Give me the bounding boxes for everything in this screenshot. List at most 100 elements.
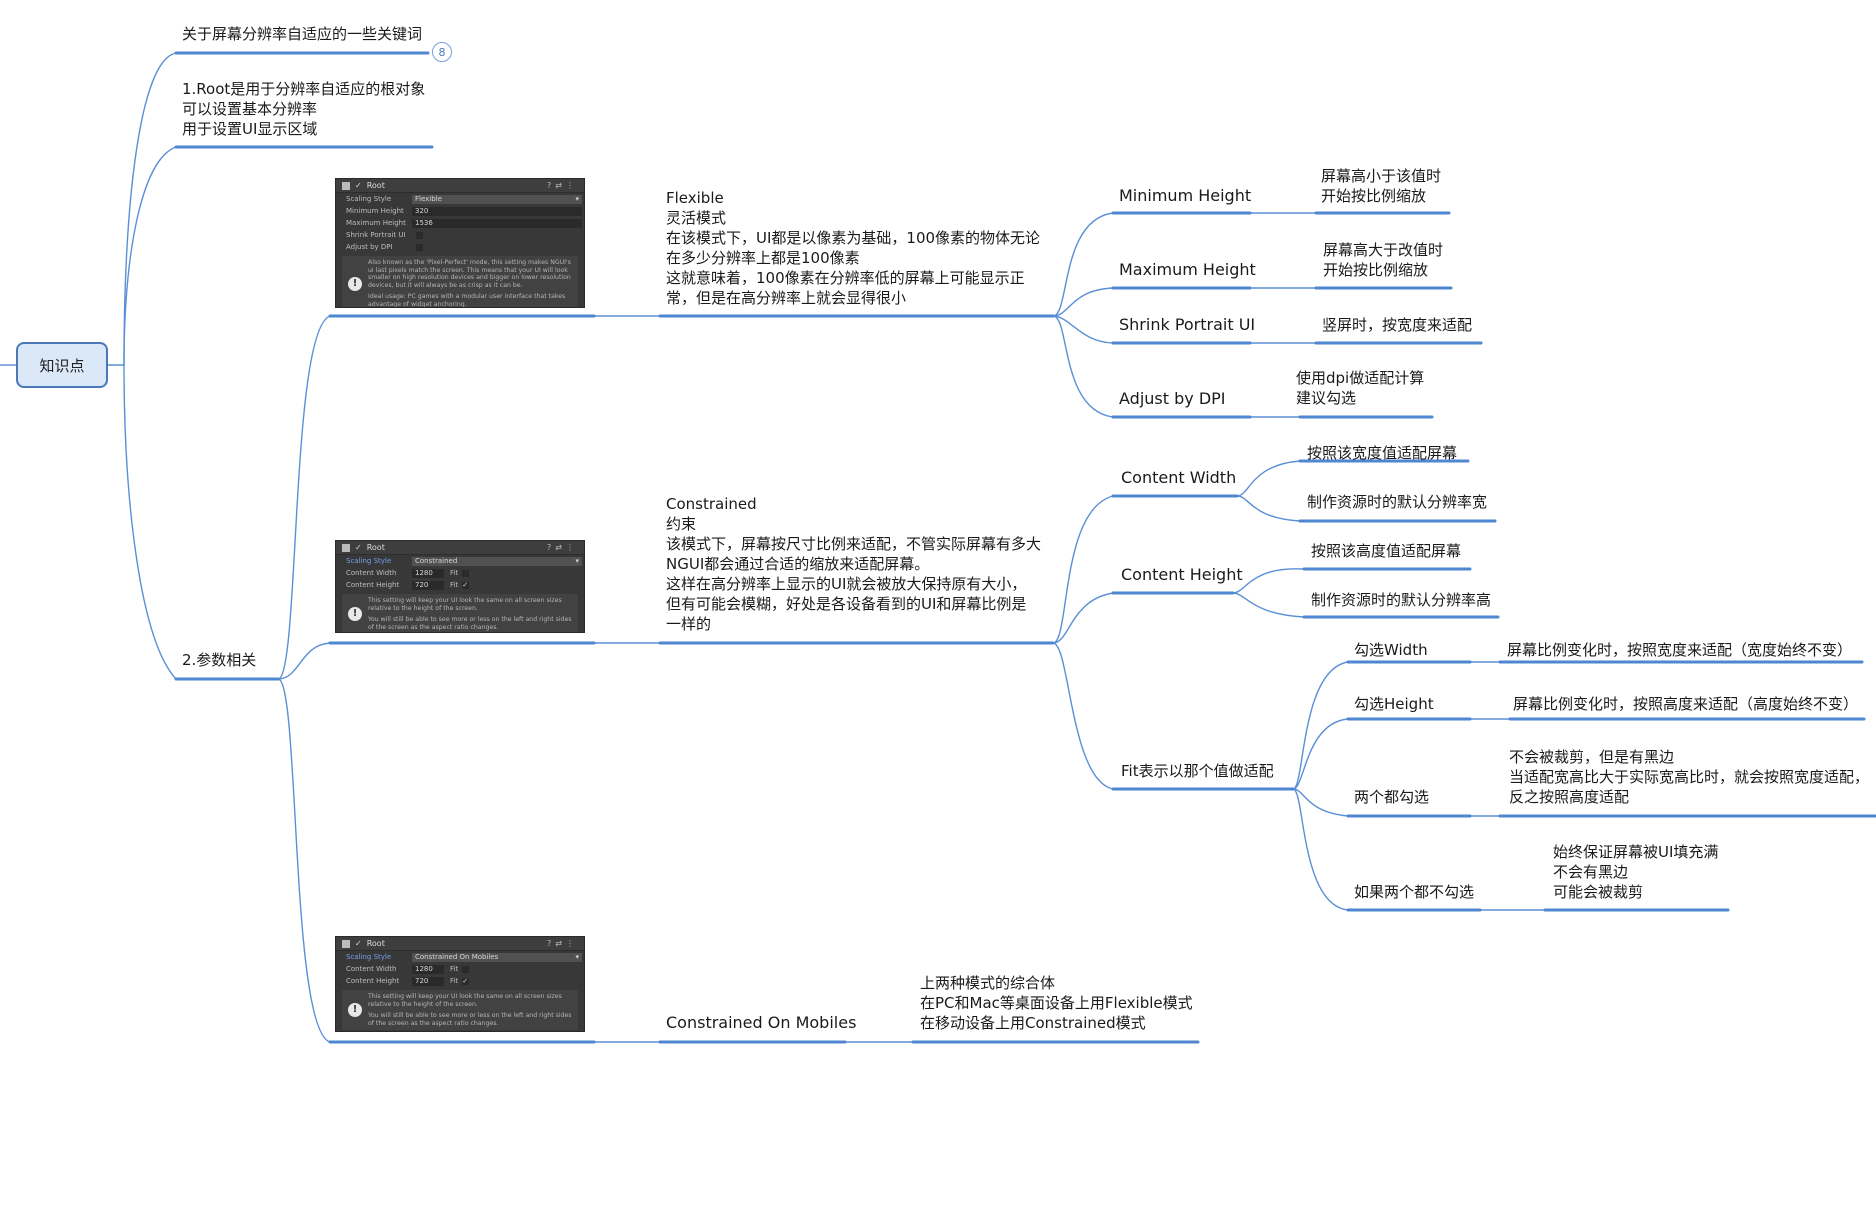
connector-ch: [1052, 592, 1114, 644]
desc-line: 按照该宽度值适配屏幕: [1307, 444, 1458, 462]
field-label: Content Height: [346, 581, 400, 589]
constrained-line: 该模式下，屏幕按尺寸比例来适配，不管实际屏幕有多大: [666, 535, 1042, 553]
desc-line: 可能会被裁剪: [1553, 883, 1644, 901]
flexible-line: 这就意味着，100像素在分辨率低的屏幕上可能显示正: [666, 269, 1025, 287]
connector-dpi: [1052, 315, 1114, 418]
desc-line: 按照该高度值适配屏幕: [1311, 542, 1462, 560]
inspector-menu-icons: ?⇄⋮: [547, 181, 578, 190]
topic-keywords[interactable]: 关于屏幕分辨率自适应的一些关键词: [182, 24, 422, 44]
constrained-description[interactable]: Constrained 约束 该模式下，屏幕按尺寸比例来适配，不管实际屏幕有多大…: [666, 494, 1041, 634]
node-content-height-desc-1[interactable]: 按照该高度值适配屏幕: [1311, 541, 1461, 561]
scaling-style-label: Scaling Style: [346, 195, 392, 203]
desc-line: 反之按照高度适配: [1509, 788, 1630, 806]
enabled-check-icon: ✓: [355, 543, 362, 552]
node-constrained-on-mobiles[interactable]: Constrained On Mobiles: [666, 1013, 856, 1033]
node-fit-height[interactable]: 勾选Height: [1354, 694, 1434, 714]
fit-checkbox: ✓: [462, 976, 470, 985]
inspector-header: ✓ Root ?⇄⋮: [336, 937, 584, 951]
node-shrink-portrait-desc[interactable]: 竖屏时，按宽度来适配: [1322, 315, 1472, 335]
flexible-title: Flexible: [666, 189, 724, 207]
node-shrink-portrait[interactable]: Shrink Portrait UI: [1119, 315, 1255, 335]
connector-fit-height: [1292, 718, 1349, 790]
fit-label: Fit: [450, 977, 459, 985]
connector-params-mob: [277, 678, 331, 1043]
node-shrink-portrait-text: Shrink Portrait UI: [1119, 315, 1256, 334]
node-fit-none-desc[interactable]: 始终保证屏幕被UI填充满 不会有黑边 可能会被裁剪: [1553, 842, 1718, 902]
fit-checkbox: [462, 569, 470, 577]
component-icon: [342, 181, 350, 190]
connector-minh: [1052, 212, 1114, 317]
scaling-style-select: Flexible▾: [412, 194, 582, 204]
node-content-width[interactable]: Content Width: [1121, 468, 1236, 488]
constrained-line: 约束: [666, 515, 697, 533]
connector-root-keywords: [108, 52, 177, 366]
inspector-menu-icons: ?⇄⋮: [547, 939, 578, 948]
node-fit-width[interactable]: 勾选Width: [1354, 640, 1428, 660]
flexible-description[interactable]: Flexible 灵活模式 在该模式下，UI都是以像素为基础，100像素的物体无…: [666, 188, 1040, 308]
node-fit-height-text: 勾选Height: [1354, 695, 1434, 713]
node-fit[interactable]: Fit表示以那个值做适配: [1121, 761, 1274, 781]
node-maximum-height[interactable]: Maximum Height: [1119, 260, 1256, 280]
connector-cw-2: [1236, 495, 1301, 522]
field-value: 720: [412, 976, 444, 986]
field-label: Content Width: [346, 965, 397, 973]
topic-root-object[interactable]: 1.Root是用于分辨率自适应的根对象 可以设置基本分辨率 用于设置UI显示区域: [182, 79, 425, 139]
desc-line: 使用dpi做适配计算: [1296, 369, 1425, 387]
desc-line: 屏幕高小于该值时: [1321, 167, 1442, 185]
connector-fit-none: [1292, 788, 1349, 911]
node-maximum-height-desc[interactable]: 屏幕高大于改值时 开始按比例缩放: [1323, 240, 1443, 280]
node-fit-both[interactable]: 两个都勾选: [1354, 787, 1429, 807]
fit-label: Fit: [450, 965, 459, 973]
inspector-title: Root: [366, 543, 385, 552]
field-label: Content Height: [346, 977, 400, 985]
node-minimum-height[interactable]: Minimum Height: [1119, 186, 1251, 206]
node-fit-width-desc[interactable]: 屏幕比例变化时，按照宽度来适配（宽度始终不变）: [1507, 640, 1852, 660]
fit-checkbox: ✓: [462, 580, 470, 589]
component-icon: [342, 939, 350, 948]
help-text: This setting will keep your UI look the …: [368, 597, 562, 612]
node-minimum-height-desc[interactable]: 屏幕高小于该值时 开始按比例缩放: [1321, 166, 1441, 206]
desc-line: 开始按比例缩放: [1323, 261, 1429, 279]
node-fit-both-desc[interactable]: 不会被裁剪，但是有黑边 当适配宽高比大于实际宽高比时，就会按照宽度适配， 反之按…: [1509, 747, 1869, 807]
collapse-count-badge[interactable]: 8: [432, 42, 452, 62]
warning-icon: !: [348, 1003, 362, 1018]
desc-line: 上两种模式的综合体: [920, 974, 1056, 992]
node-minimum-height-text: Minimum Height: [1119, 186, 1252, 205]
desc-line: 在PC和Mac等桌面设备上用Flexible模式: [920, 994, 1193, 1012]
inspector-title: Root: [366, 939, 385, 948]
field-value: 1280: [412, 964, 444, 974]
connector-shrink: [1052, 315, 1114, 344]
topic-params[interactable]: 2.参数相关: [182, 650, 256, 670]
enabled-check-icon: ✓: [355, 939, 362, 948]
node-fit-none[interactable]: 如果两个都不勾选: [1354, 882, 1474, 902]
node-content-width-desc-2[interactable]: 制作资源时的默认分辨率宽: [1307, 492, 1487, 512]
scaling-style-value: Flexible: [415, 194, 442, 203]
connector-cw-1: [1236, 460, 1301, 497]
scaling-style-select: Constrained▾: [412, 556, 582, 566]
node-adjust-dpi-text: Adjust by DPI: [1119, 389, 1226, 408]
help-text: You will still be able to see more or le…: [368, 1012, 572, 1027]
topic-keywords-text: 关于屏幕分辨率自适应的一些关键词: [182, 25, 423, 43]
node-content-height[interactable]: Content Height: [1121, 565, 1243, 585]
help-box: ! This setting will keep your UI look th…: [342, 990, 578, 1031]
node-constrained-on-mobiles-desc[interactable]: 上两种模式的综合体 在PC和Mac等桌面设备上用Flexible模式 在移动设备…: [920, 973, 1193, 1033]
desc-line: 开始按比例缩放: [1321, 187, 1427, 205]
fit-checkbox: [462, 965, 470, 973]
node-fit-height-desc[interactable]: 屏幕比例变化时，按照高度来适配（高度始终不变）: [1513, 694, 1858, 714]
topic-root-object-line: 1.Root是用于分辨率自适应的根对象: [182, 80, 426, 98]
node-content-width-desc-1[interactable]: 按照该宽度值适配屏幕: [1307, 443, 1457, 463]
topic-root-object-line: 可以设置基本分辨率: [182, 100, 318, 118]
flexible-line: 在该模式下，UI都是以像素为基础，100像素的物体无论: [666, 229, 1041, 247]
node-content-height-desc-2[interactable]: 制作资源时的默认分辨率高: [1311, 590, 1491, 610]
connector-params-cons: [277, 642, 331, 680]
node-adjust-dpi-desc[interactable]: 使用dpi做适配计算 建议勾选: [1296, 368, 1424, 408]
node-adjust-dpi[interactable]: Adjust by DPI: [1119, 389, 1226, 409]
warning-icon: !: [348, 276, 362, 291]
root-node[interactable]: 知识点: [16, 342, 108, 388]
node-mobiles-title: Constrained On Mobiles: [666, 1013, 857, 1032]
scaling-style-label: Scaling Style: [346, 557, 392, 565]
help-text: Also known as the 'Pixel-Perfect' mode, …: [368, 259, 571, 289]
